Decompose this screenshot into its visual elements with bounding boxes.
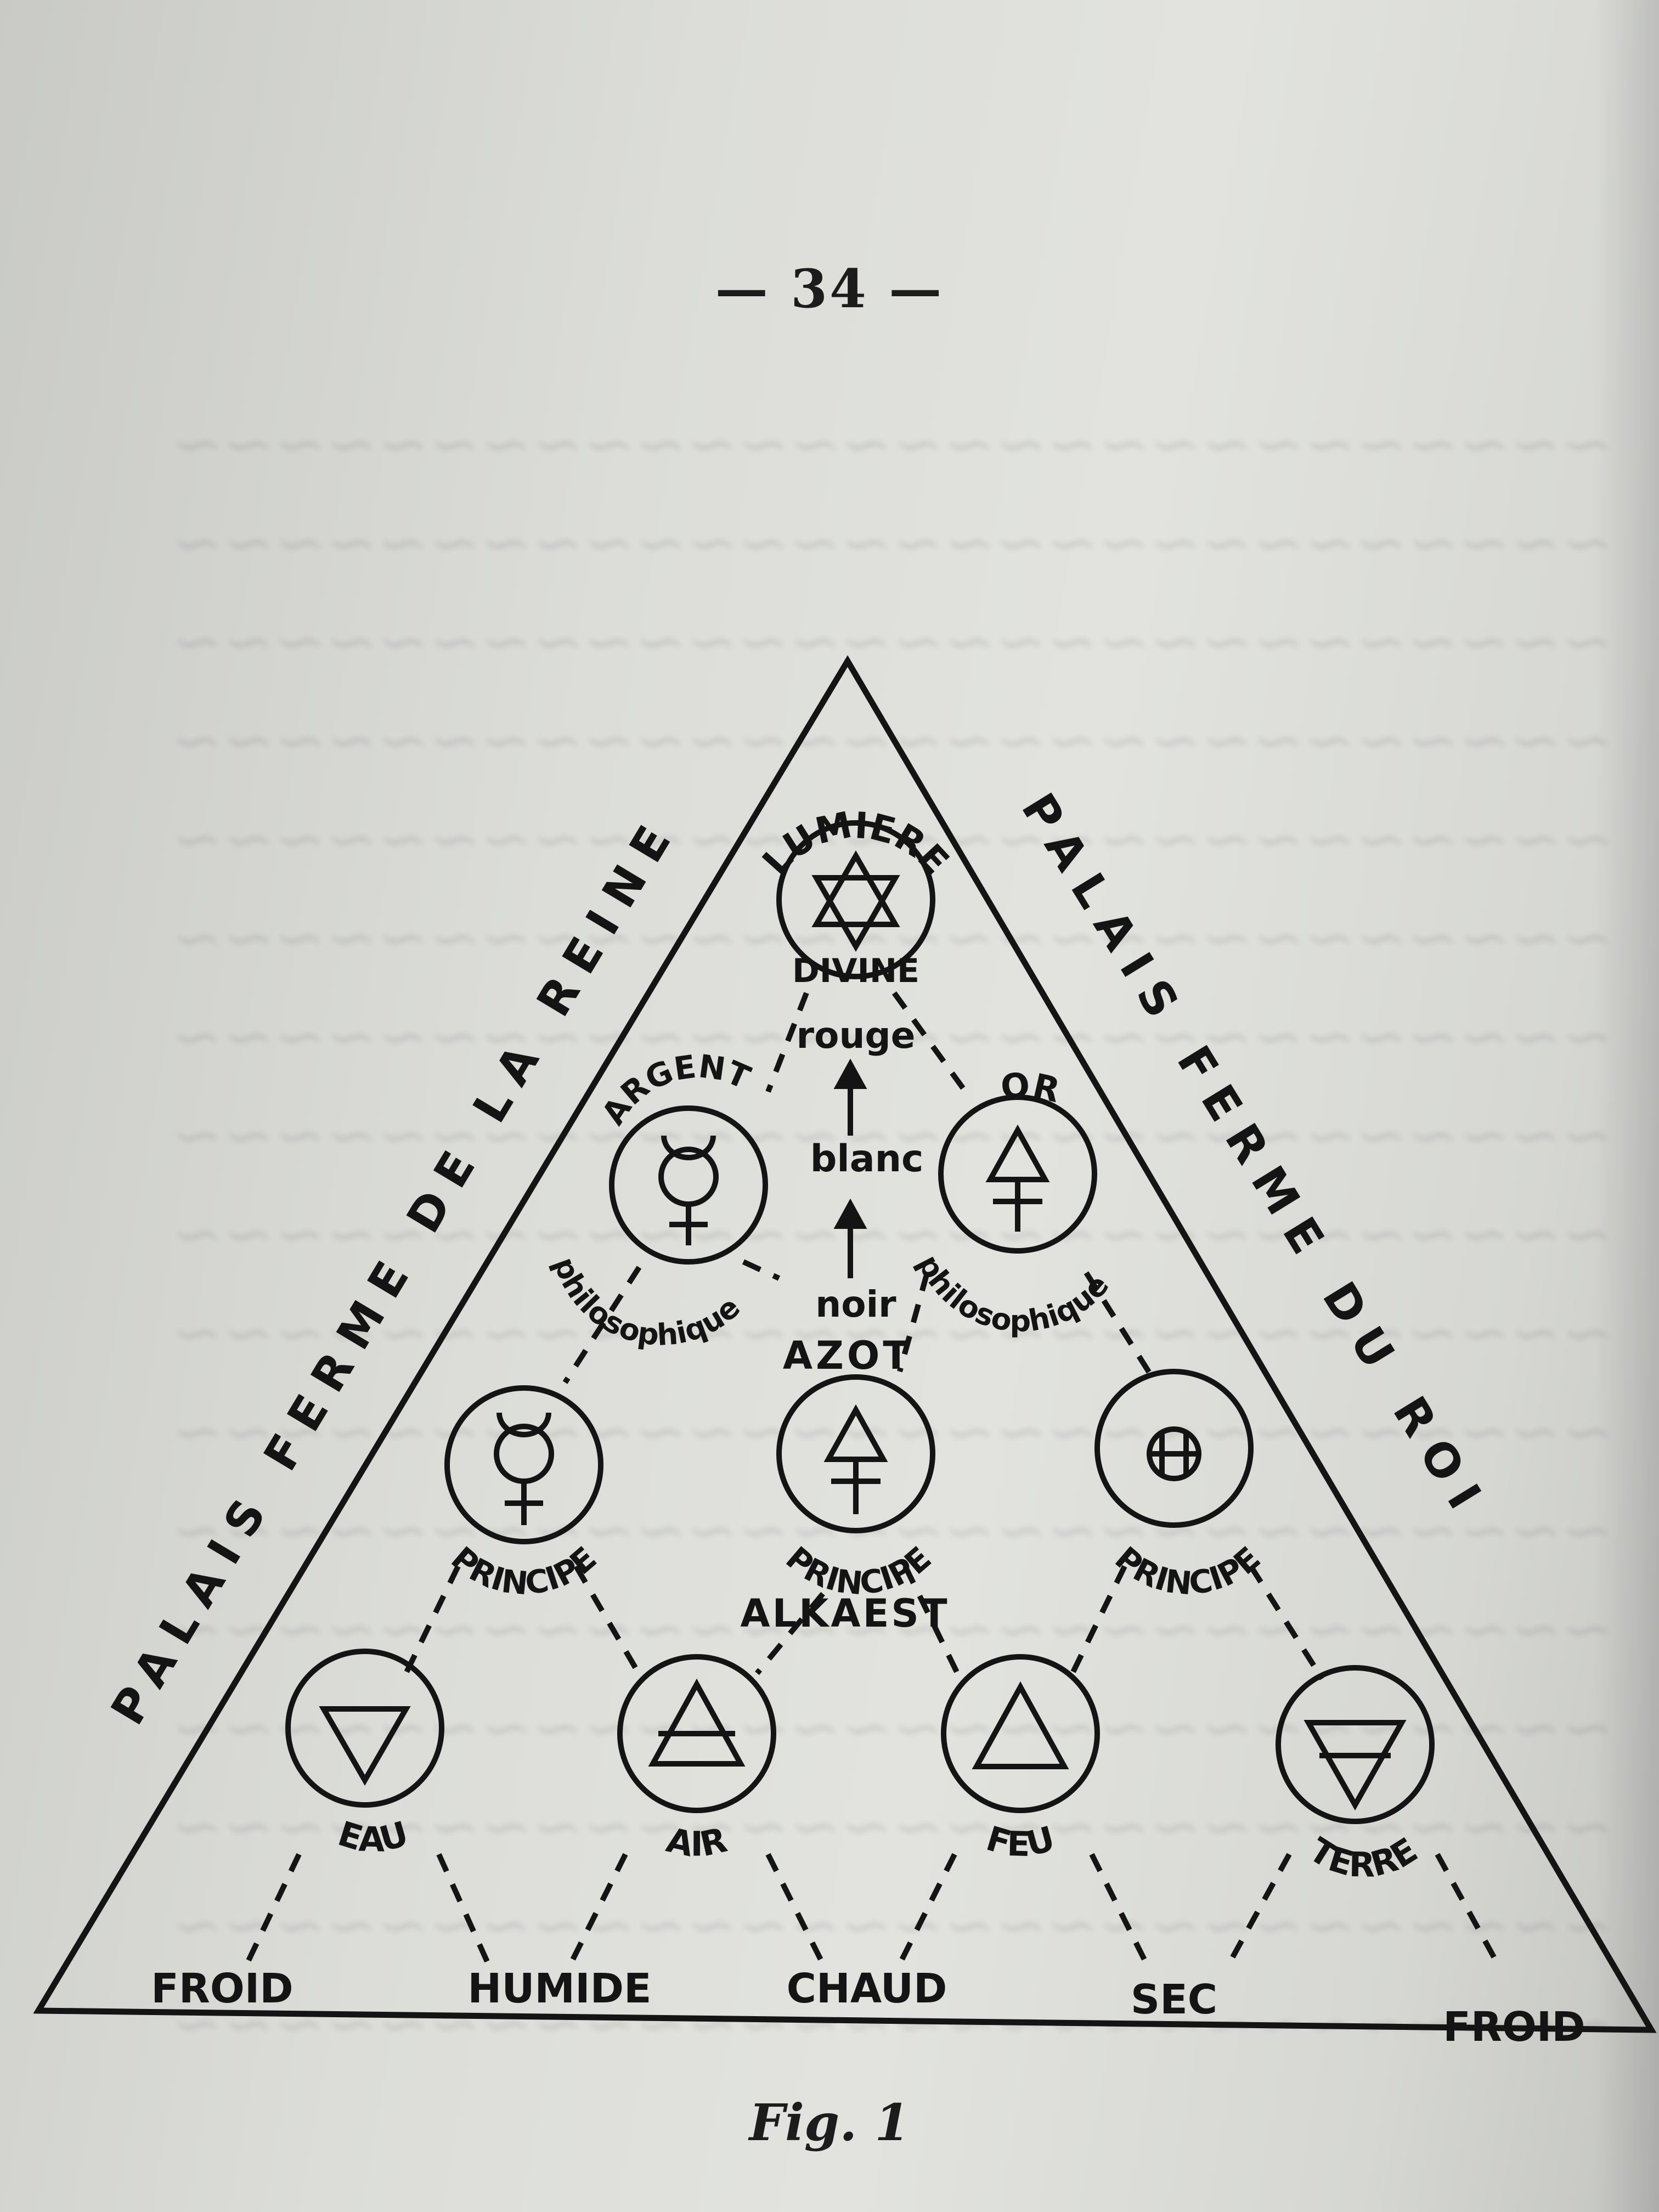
right-side-text: PALAIS FERME DU ROI	[1011, 784, 1499, 1530]
principe-sulphur-node: PRINCIPE	[776, 1374, 938, 1602]
water-icon	[319, 1706, 411, 1786]
sulphur-icon	[823, 1404, 888, 1514]
right-side-title: PALAIS FERME DU ROI	[1011, 784, 1499, 1530]
element-air-node: AIR	[617, 1654, 776, 1865]
or-label: OR	[999, 1065, 1064, 1110]
stage-blanc: blanc	[810, 1137, 924, 1181]
quality-sec: SEC	[1131, 1976, 1217, 2023]
stage-noir: noir	[815, 1283, 896, 1325]
left-side-title: PALAIS FERME DE LA REINE	[100, 805, 689, 1734]
page-number: — 34 —	[715, 258, 944, 320]
or-philosophique-node: OR philosophique	[911, 1065, 1115, 1339]
alkaest-label: ALKAEST	[740, 1591, 949, 1636]
argent-philosophique-node: ARGENT philosophique	[547, 1047, 768, 1352]
quality-chaud: CHAUD	[787, 1965, 947, 2012]
principe-label-1: PRINCIPE	[444, 1539, 604, 1602]
element-terre-node: TERRE	[1276, 1665, 1435, 1885]
terre-label: TERRE	[1302, 1830, 1425, 1884]
air-icon	[648, 1678, 746, 1767]
up-arrow-icon	[833, 1058, 867, 1136]
mercury-icon	[658, 1135, 719, 1245]
element-feu-node: FEU	[941, 1654, 1100, 1864]
figure-caption: Fig. 1	[749, 2093, 910, 2152]
lumiere-divine-node: LUMIERE DIVINE	[754, 804, 957, 990]
hexagram-icon	[811, 850, 900, 952]
divine-label: DIVINE	[792, 952, 919, 990]
stages-column: rouge blanc noir AZOT	[783, 1014, 923, 1378]
mercury-icon	[494, 1412, 554, 1525]
principe-salt-node: PRINCIPE	[1094, 1369, 1268, 1602]
azot-label: AZOT	[783, 1333, 912, 1378]
salt-icon	[1147, 1426, 1201, 1481]
page-edge-shadow	[1593, 0, 1659, 2212]
air-label: AIR	[663, 1820, 731, 1865]
or-qualifier: philosophique	[911, 1249, 1115, 1338]
quality-froid-right: FROID	[1443, 2004, 1585, 2051]
quality-froid-left: FROID	[151, 1965, 293, 2012]
quality-humide: HUMIDE	[467, 1965, 651, 2012]
dashed-connectors	[244, 991, 1500, 1966]
argent-qualifier: philosophique	[547, 1252, 747, 1352]
fire-icon	[972, 1681, 1069, 1769]
stage-rouge: rouge	[797, 1014, 916, 1057]
feu-label: FEU	[982, 1818, 1059, 1864]
principe-mercury-node: PRINCIPE	[444, 1385, 604, 1602]
element-eau-node: EAU	[285, 1649, 444, 1860]
principe-label-3: PRINCIPE	[1108, 1539, 1268, 1602]
pyramid-outline	[33, 655, 1657, 2033]
qualities-row: FROID HUMIDE CHAUD SEC FROID	[151, 1965, 1585, 2051]
left-side-text: PALAIS FERME DE LA REINE	[100, 805, 689, 1734]
eau-label: EAU	[334, 1813, 413, 1859]
sulphur-icon	[985, 1124, 1050, 1232]
earth-icon	[1304, 1720, 1407, 1811]
lumiere-label: LUMIERE	[754, 804, 957, 883]
up-arrow-icon	[833, 1198, 867, 1278]
